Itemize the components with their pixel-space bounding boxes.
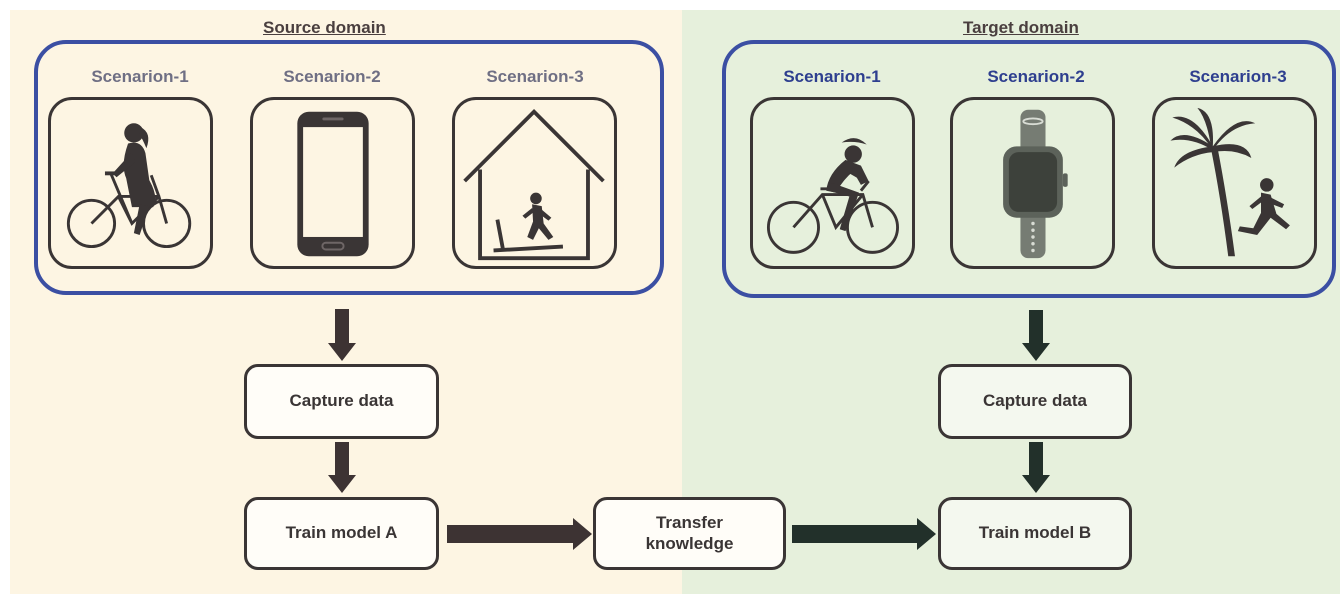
transfer-knowledge-line-2: knowledge	[645, 533, 734, 553]
source-scenarios-group	[34, 40, 664, 295]
smartwatch-icon	[1003, 109, 1068, 259]
target-scenario-2-tile	[950, 97, 1115, 269]
source-domain-title: Source domain	[263, 18, 386, 37]
source-scenario-1-tile	[48, 97, 213, 269]
arrow-train-a-to-transfer	[447, 518, 592, 550]
target-scenario-3-tile	[1152, 97, 1317, 269]
target-train-model-label: Train model B	[978, 523, 1092, 543]
source-domain-panel	[10, 10, 682, 594]
treadmill-house-icon	[463, 108, 605, 261]
target-scenarios-group	[722, 40, 1336, 298]
arrow-target-capture-to-train	[1022, 442, 1050, 493]
transfer-knowledge-label: Transfer knowledge	[646, 513, 734, 554]
arrow-source-capture-to-train	[328, 442, 356, 493]
target-capture-data-label: Capture data	[983, 391, 1087, 411]
source-train-model-box: Train model A	[244, 497, 439, 570]
source-capture-data-box: Capture data	[244, 364, 439, 439]
arrow-target-to-capture	[1022, 310, 1050, 361]
target-domain-panel	[682, 10, 1340, 594]
cyclist-icon	[766, 138, 899, 254]
target-scenario-1-label: Scenarion-1	[783, 67, 881, 86]
transfer-knowledge-box: Transfer knowledge	[593, 497, 786, 570]
transfer-knowledge-line-1: Transfer	[655, 513, 724, 533]
target-scenario-2-label: Scenarion-2	[987, 67, 1085, 86]
source-train-model-label: Train model A	[285, 523, 398, 543]
source-scenario-3-label: Scenarion-3	[486, 67, 584, 86]
arrow-source-to-capture	[328, 309, 356, 361]
source-scenario-2-tile	[250, 97, 415, 269]
target-scenario-1-tile	[750, 97, 915, 269]
target-capture-data-box: Capture data	[938, 364, 1132, 439]
source-capture-data-label: Capture data	[289, 391, 394, 411]
target-train-model-box: Train model B	[938, 497, 1132, 570]
target-domain-title: Target domain	[963, 18, 1079, 37]
woman-cycling-icon	[66, 123, 192, 249]
arrow-transfer-to-train-b	[792, 518, 936, 550]
source-scenario-2-label: Scenarion-2	[283, 67, 381, 86]
source-scenario-1-label: Scenarion-1	[91, 67, 189, 86]
palm-tree-runner-icon	[1170, 107, 1290, 257]
source-scenario-3-tile	[452, 97, 617, 269]
target-scenario-3-label: Scenarion-3	[1189, 67, 1287, 86]
smartphone-icon	[297, 111, 369, 257]
